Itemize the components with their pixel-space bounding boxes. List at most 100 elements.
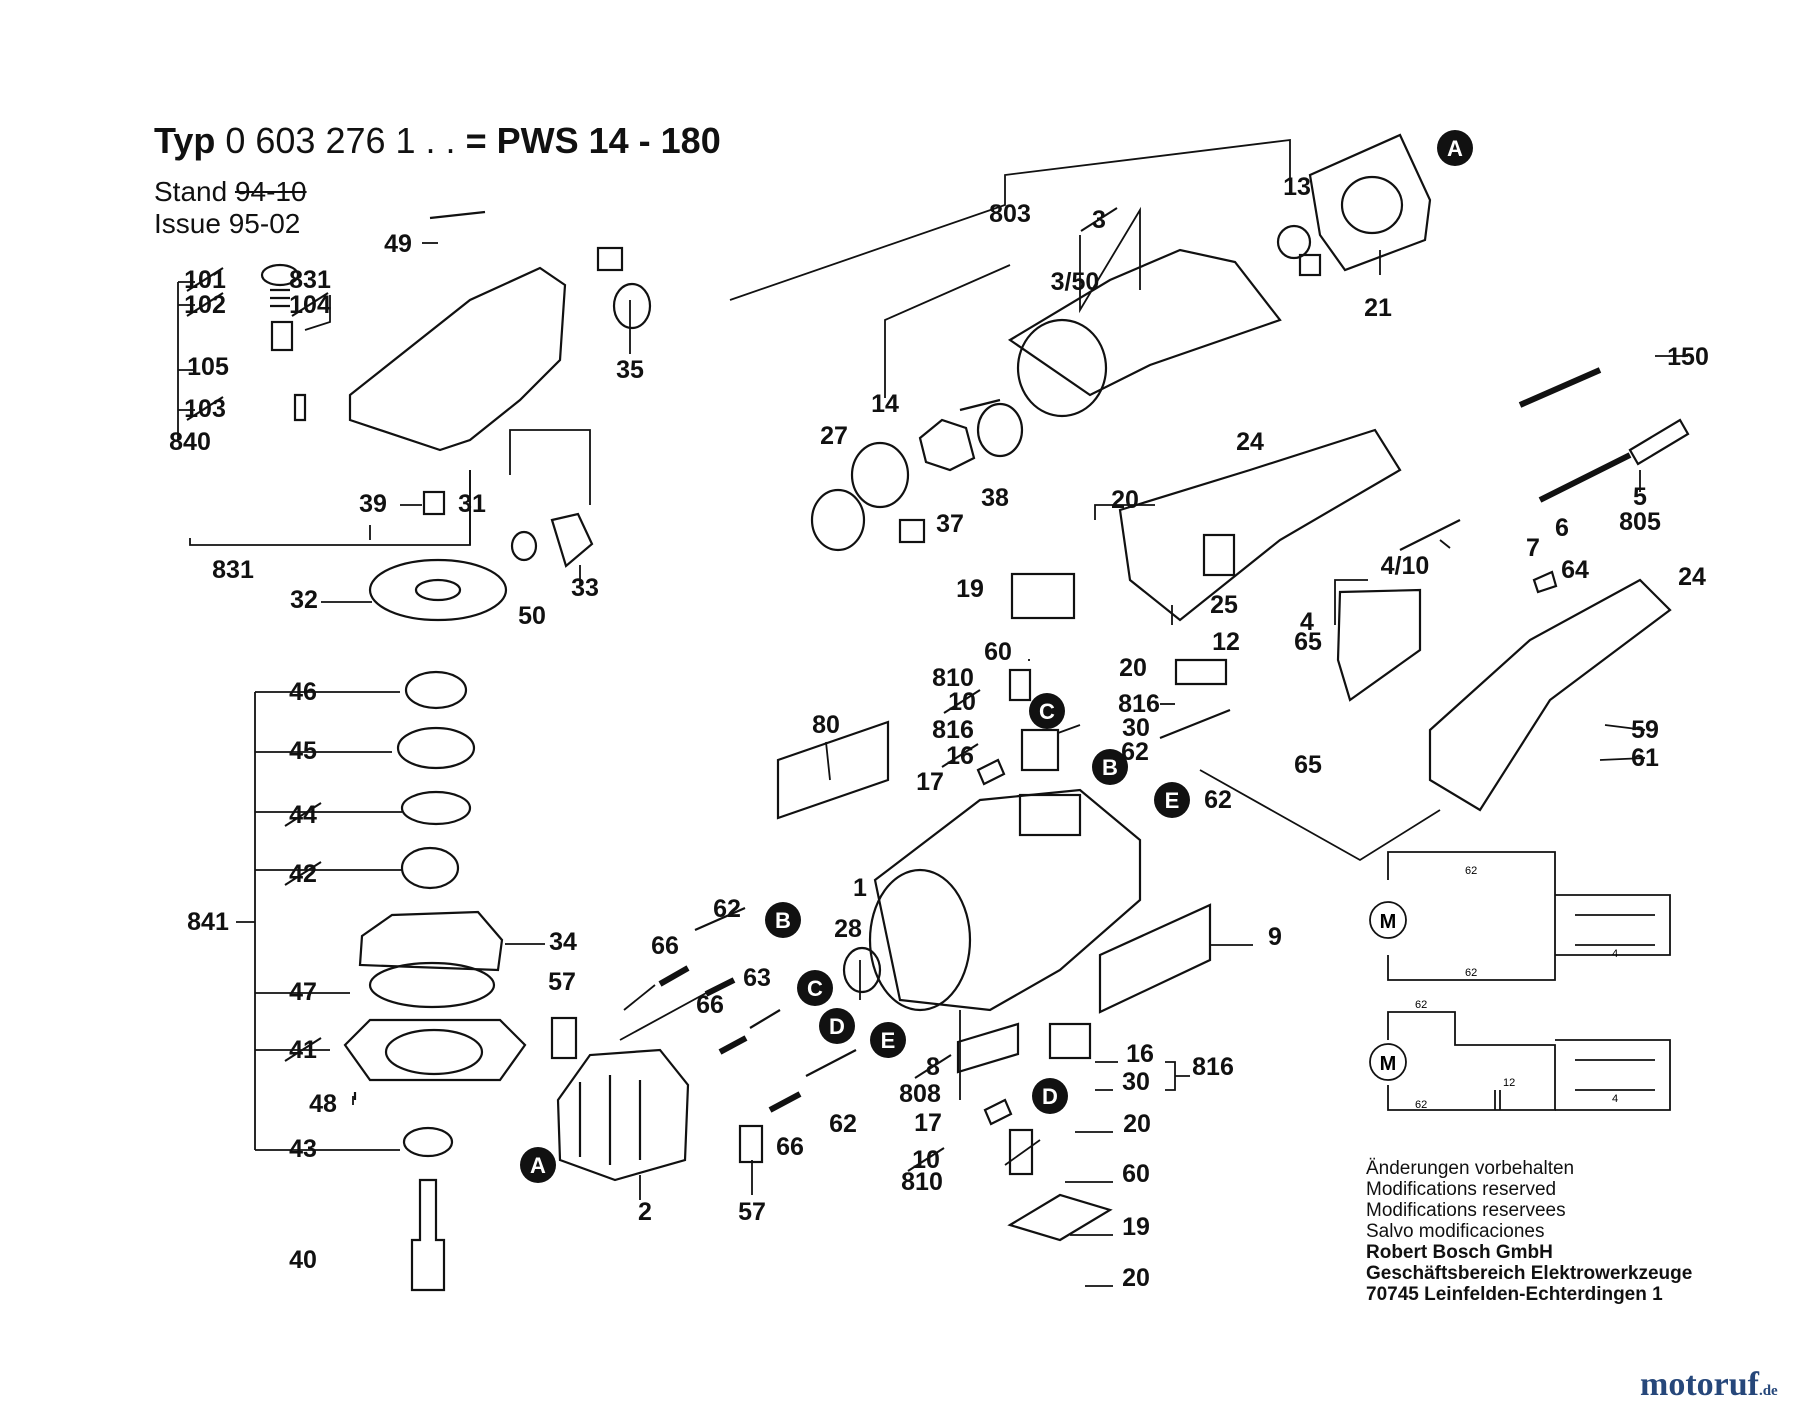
- watermark-text: motoruf: [1640, 1366, 1759, 1403]
- cable-sleeve-shape: [1518, 367, 1602, 408]
- label-9-shape: [1098, 903, 1212, 1014]
- issue-label: Issue: [154, 208, 221, 239]
- part-number-60: 60: [1122, 1160, 1150, 1188]
- bevel-gear-hub: [414, 578, 462, 602]
- svg-text:B: B: [1102, 755, 1118, 780]
- flange-bore: [384, 1028, 484, 1076]
- wiring-diagram-bottom: [1369, 1011, 1671, 1111]
- typ-number: 0 603 276 1 . .: [225, 120, 456, 161]
- brush-66d-shape: [768, 1091, 802, 1113]
- part-number-7: 7: [1526, 534, 1540, 562]
- part-number-831: 831: [289, 266, 331, 294]
- spring-shape: [270, 288, 290, 308]
- clamp-7-shape: [1532, 570, 1558, 594]
- wiring-bottom-loop: [1387, 1011, 1556, 1111]
- leader-line: [623, 984, 656, 1011]
- lead-63-shape: [749, 1009, 781, 1029]
- part-number-62: 62: [829, 1110, 857, 1138]
- wiring-diagrams: [1369, 851, 1671, 1111]
- part-number-59: 59: [1631, 716, 1659, 744]
- part-number-24: 24: [1678, 563, 1706, 591]
- leader-line: [189, 470, 471, 546]
- brush-66-shape: [658, 965, 690, 987]
- part-number-62: 62: [1121, 738, 1149, 766]
- circlip-44-shape: [400, 790, 472, 826]
- part-10b-shape: [1008, 1128, 1034, 1176]
- strike-mark: [284, 802, 322, 827]
- field-windings: [578, 1075, 642, 1165]
- part-number-105: 105: [187, 353, 229, 381]
- svg-text:C: C: [807, 976, 823, 1001]
- issue-value: 95-02: [228, 208, 301, 239]
- part-number-14: 14: [871, 390, 899, 418]
- callout-c: C: [1029, 693, 1065, 729]
- part-number-27: 27: [820, 422, 848, 450]
- part-number-62: 62: [713, 895, 741, 923]
- motor-housing-1-shape: [873, 788, 1142, 1012]
- wiring-top-label-1: 62: [1465, 865, 1477, 877]
- model-name: PWS 14 - 180: [496, 120, 721, 161]
- cover-21-shape: [1308, 133, 1432, 272]
- wiring-top-label-2: 62: [1465, 967, 1477, 979]
- leader-line: [1079, 206, 1141, 314]
- note-line: Änderungen vorbehalten: [1366, 1158, 1575, 1179]
- notes-block: Änderungen vorbehalten Modifications res…: [1366, 1158, 1692, 1305]
- wiring-top-loop: [1387, 851, 1556, 981]
- note-line: Modifications reservees: [1366, 1200, 1566, 1221]
- nut-50-shape: [510, 530, 538, 562]
- wiring-bottom-label-4: 4: [1612, 1093, 1618, 1105]
- label-8-shape: [956, 1022, 1020, 1074]
- callout-e: E: [1154, 782, 1190, 818]
- leader-line: [1334, 579, 1368, 625]
- wiring-bottom-label-1: 62: [1415, 999, 1427, 1011]
- part-number-6: 6: [1555, 514, 1569, 542]
- part-number-810: 810: [932, 664, 974, 692]
- lead-62b-shape: [694, 906, 746, 932]
- part-number-57: 57: [548, 968, 576, 996]
- cable-line: [1399, 519, 1461, 551]
- stand-row: Stand 94-10: [154, 176, 307, 208]
- callout-c: C: [797, 970, 833, 1006]
- leader-line: [884, 264, 1011, 398]
- circlip-38-shape: [976, 402, 1024, 458]
- part-number-49: 49: [384, 230, 412, 258]
- lead-62-shape: [1159, 708, 1231, 740]
- callout-b: B: [765, 902, 801, 938]
- seal-43-shape: [402, 1126, 454, 1158]
- note-line: Salvo modificaciones: [1366, 1221, 1545, 1242]
- callout-d: D: [819, 1008, 855, 1044]
- part-number-64: 64: [1561, 556, 1589, 584]
- part-number-24: 24: [1236, 428, 1264, 456]
- armature-3-shape: [1007, 248, 1282, 397]
- bearing-42-shape: [400, 846, 460, 890]
- cover-21-bore: [1340, 175, 1404, 235]
- leader-line: [1599, 757, 1646, 761]
- part-number-45: 45: [289, 737, 317, 765]
- leader-line: [825, 741, 831, 781]
- clip-57b-shape: [738, 1124, 764, 1164]
- field-2-shape: [556, 1048, 690, 1182]
- part-number-20: 20: [1122, 1264, 1150, 1292]
- issue-row: Issue 95-02: [154, 208, 300, 240]
- wiring-top-label-3: 4: [1612, 948, 1618, 960]
- bearing-46-shape: [404, 670, 468, 710]
- leader-line: [255, 691, 402, 1151]
- strike-mark: [1080, 207, 1118, 232]
- switch-window: [1018, 793, 1082, 837]
- brush-66c-shape: [718, 1035, 748, 1055]
- handle-half-24-shape: [1118, 428, 1402, 622]
- svg-text:A: A: [530, 1153, 546, 1178]
- part-number-150: 150: [1667, 343, 1709, 371]
- wiring-bottom-label-3: 12: [1503, 1077, 1515, 1089]
- part-number-803: 803: [989, 200, 1031, 228]
- part-number-33: 33: [571, 574, 599, 602]
- part-number-39: 39: [359, 490, 387, 518]
- part-number-21: 21: [1364, 294, 1392, 322]
- part-number-48: 48: [309, 1090, 337, 1118]
- leader-line: [304, 295, 331, 331]
- part-number-17: 17: [916, 768, 944, 796]
- cable-protector-6-shape: [1538, 452, 1632, 503]
- part-number-4-10: 4/10: [1381, 552, 1430, 580]
